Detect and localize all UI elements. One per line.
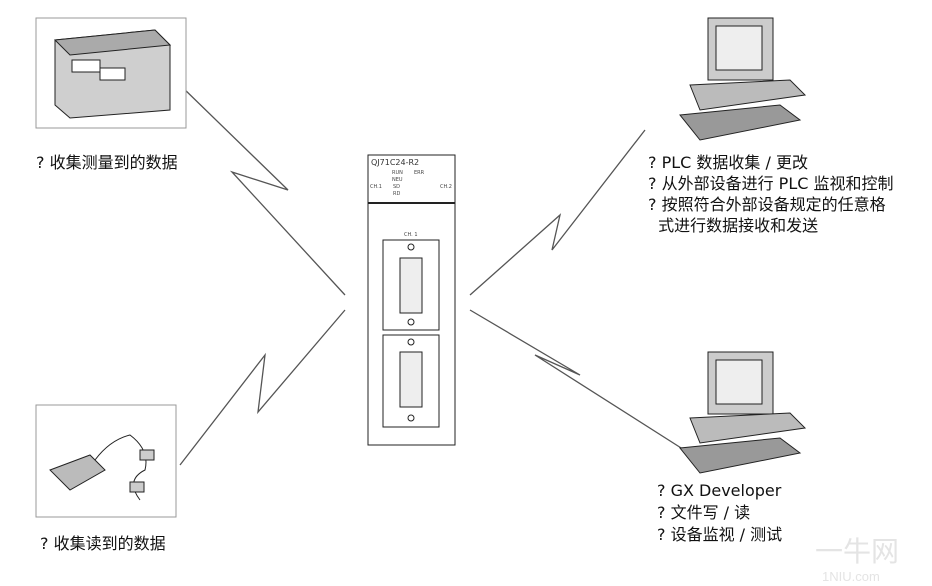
link-top-right [469,129,646,296]
personal-computer-icon [679,17,807,141]
led-sd: SD [393,184,400,190]
qj71c24-module [367,154,456,446]
port-label: CH. 1 [404,232,418,238]
measuring-device-icon [35,17,187,129]
barcode-reader-icon [35,404,177,518]
watermark-sub: 1NIU.com [822,569,880,584]
measured-data-label: ? 收集测量到的数据 [36,153,178,172]
led-err: ERR [414,170,425,176]
link-bottom-right [469,309,701,461]
ch2-label: CH.2 [440,184,452,190]
link-bottom-left [179,309,346,466]
led-run: RUN [392,170,403,176]
led-neu: NEU [392,177,403,183]
gx-developer-label: ? GX Developer? 文件写 / 读? 设备监视 / 测试 [657,481,783,544]
module-model: QJ71C24-R2 [371,158,419,167]
led-rd: RD [393,191,400,197]
gx-developer-computer-icon [679,351,807,474]
plc-functions-label: ? PLC 数据收集 / 更改? 从外部设备进行 PLC 监视和控制? 按照符合… [648,153,894,235]
read-data-label: ? 收集读到的数据 [40,534,166,553]
watermark: 一牛网 [815,536,900,567]
ch1-label: CH.1 [370,184,382,190]
link-top-left [179,84,346,296]
